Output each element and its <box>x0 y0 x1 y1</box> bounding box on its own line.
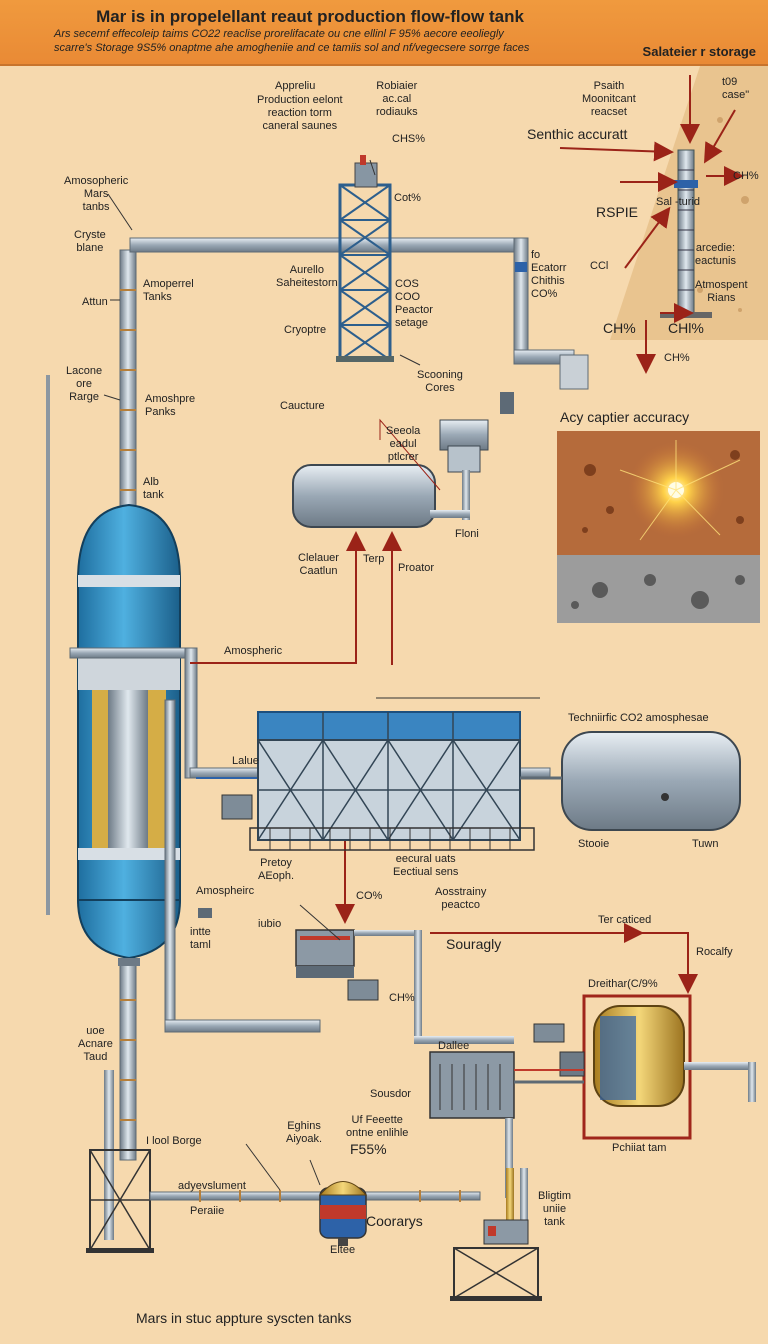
label-production-block: Production eelont reaction torm caneral … <box>257 94 343 132</box>
label-adyevsluument: adyevslument <box>178 1180 246 1192</box>
silver-horizontal-tank <box>520 731 741 831</box>
label-chl: CHl% <box>668 320 704 336</box>
label-iubio: iubio <box>258 918 282 930</box>
label-aurelo: Aurello Saheitestorn <box>276 264 338 289</box>
label-ccl: CCl <box>590 260 609 272</box>
label-dallee: Dallee <box>438 1040 470 1052</box>
label-scooning: Scooning Cores <box>417 369 463 394</box>
leader-lines <box>103 159 421 1191</box>
label-floni: Floni <box>455 528 479 540</box>
large-blue-storage-tank <box>69 503 189 966</box>
header-banner: Mar is in propelellant reaut production … <box>0 0 768 66</box>
label-ch-right: CH% <box>733 170 759 182</box>
middle-flow-arrows <box>190 418 698 994</box>
footer-caption: Mars in stuc appture syscten tanks <box>136 1310 352 1326</box>
label-cryst-blane: Cryste blane <box>74 229 106 254</box>
condenser-tank <box>292 392 514 528</box>
label-atmos-mars: Amosopheric Mars tanbs <box>64 175 129 213</box>
gold-drum-unit <box>559 994 756 1140</box>
label-coorarys: Coorarys <box>366 1213 423 1229</box>
label-eltee: Eltee <box>330 1244 356 1256</box>
label-chs-top: CHS% <box>392 133 426 145</box>
label-fohiat: Pchiiat tam <box>612 1142 667 1154</box>
label-t09: t09 case" <box>722 76 750 101</box>
label-peraiie: Peraiie <box>190 1205 225 1217</box>
label-alb-tank: Alb tank <box>143 476 164 501</box>
label-appreli-top: Appreliu <box>275 80 316 92</box>
label-tuwn: Tuwn <box>692 838 719 850</box>
label-co-mid: CO% <box>356 890 383 902</box>
label-rspie: RSPIE <box>596 204 639 220</box>
label-ter-caticed: Ter caticed <box>598 914 652 926</box>
label-uoe-acnare: uoe Acnare Taud <box>78 1025 113 1063</box>
lattice-tower-reactor <box>336 155 394 362</box>
label-psaih: Psaith Moonitcant reacset <box>582 80 636 118</box>
label-aosstrny: Aosstrainy peactco <box>435 886 487 911</box>
bottom-manifold <box>149 1181 481 1246</box>
label-ch-left: CH% <box>603 320 636 336</box>
header-right-label: Salateier r storage <box>642 44 756 59</box>
label-chs-mid: CH% <box>389 992 415 1004</box>
page-title: Mar is in propelellant reaut production … <box>96 7 524 26</box>
label-lacone: Lacone ore Rarge <box>66 365 103 403</box>
label-lalue: Lalue <box>232 755 259 767</box>
label-cryopure: Cryoptre <box>284 324 327 336</box>
label-amosphre-panks: Amoshpre Panks <box>145 393 196 418</box>
label-rocalfy: Rocalfy <box>696 946 733 958</box>
label-ilool-borge: I lool Borge <box>146 1135 202 1147</box>
label-saturated: Sal -turid <box>656 196 701 208</box>
subtitle-line-2: scarre's Storage 9S5% onaptme ahe amoghe… <box>54 42 530 54</box>
compressor-unit <box>198 908 514 1044</box>
label-intte: intte taml <box>190 926 211 951</box>
label-celaier: Clelauer Caatlun <box>298 552 339 577</box>
label-cot: Cot% <box>394 192 421 204</box>
label-arcedie: arcedie: eactunis <box>695 242 736 267</box>
left-outer-pipe <box>46 375 154 1253</box>
right-flow-arrows <box>559 75 744 374</box>
subtitle-line-1: Ars secemf effecoleip taims CO22 reaclis… <box>54 28 504 40</box>
top-transfer-pipe <box>129 237 589 390</box>
label-pretoy: Pretoy AEoph. <box>258 857 295 882</box>
label-proator: Proator <box>398 562 435 574</box>
label-stooie: Stooie <box>578 838 610 850</box>
label-acy-captier: Acy captier accuracy <box>560 409 690 425</box>
label-dreithar: Dreithar(C/9% <box>588 978 658 990</box>
label-attun: Attun <box>82 296 108 308</box>
label-cos-coo: COS COO Peactor setage <box>395 278 433 329</box>
label-fo: fo Ecatorr Chithis CO% <box>531 249 567 300</box>
label-eghins: Eghins Aiyoak. <box>286 1120 323 1145</box>
control-cabinet <box>429 1023 584 1198</box>
bottom-right-tower <box>450 1168 542 1301</box>
label-technic: Techniirfic CO2 amosphesae <box>568 712 709 724</box>
label-f55: F55% <box>350 1141 387 1157</box>
label-sousdor: Sousdor <box>370 1088 411 1100</box>
label-souragly: Souragly <box>446 936 502 952</box>
main-reactor-frame <box>249 697 540 851</box>
label-bligtim: Bligtim uniie tank <box>538 1190 572 1228</box>
label-sentiric: Senthic accuratt <box>527 126 628 142</box>
label-ch-bottom: CH% <box>664 352 690 364</box>
label-eectiual: eecural uats Eectiual sens <box>393 853 459 878</box>
label-terp: Terp <box>363 553 385 565</box>
label-atmospheric-1: Amospheric <box>224 645 283 657</box>
label-seeola: Seeola eadul ptlcrer <box>386 425 421 463</box>
label-atmospheric-2: Amospheirc <box>196 885 255 897</box>
label-uf-feecte: Uf Feeette ontne enlihle <box>346 1114 409 1139</box>
label-ampernel: Amoperrel Tanks <box>143 278 194 303</box>
left-riser-pipe <box>119 249 137 1161</box>
mars-surface-image <box>557 431 760 623</box>
label-robiaier: Robiaier ac.cal rodiauks <box>376 80 418 118</box>
label-caucture: Caucture <box>280 400 325 412</box>
label-atmos-rians: Atmospent Rians <box>695 279 748 304</box>
